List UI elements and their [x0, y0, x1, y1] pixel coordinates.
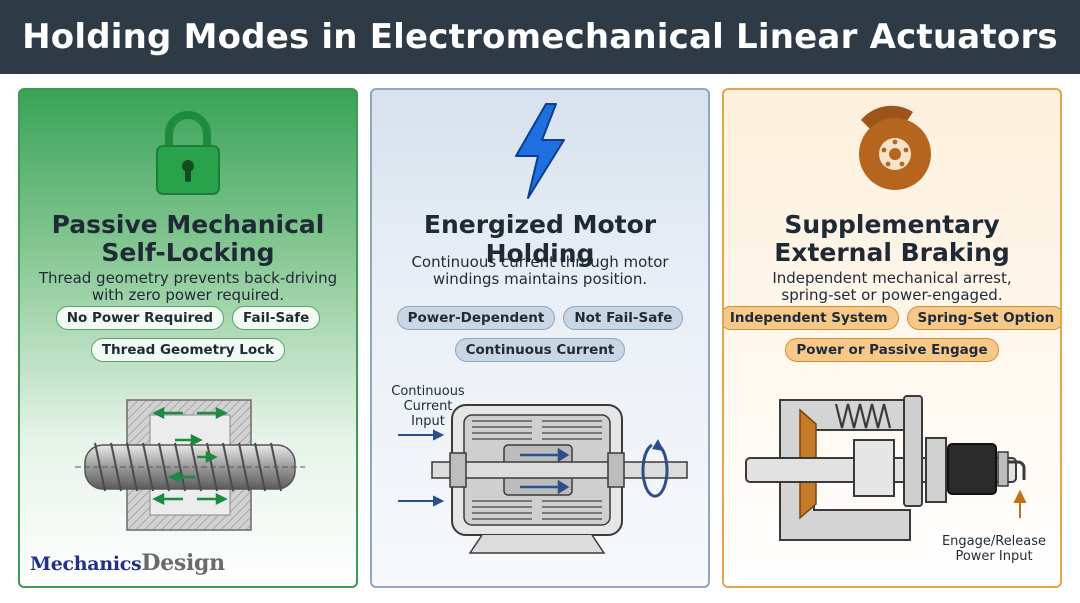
panel-title-line2: Self-Locking — [101, 238, 275, 267]
panel-desc-line2: with zero power required. — [91, 286, 285, 304]
brake-caliper-illustration — [740, 390, 1040, 554]
panel-desc-line1: Continuous current through motor — [411, 253, 669, 271]
chip-row-2: Power or Passive Engage — [724, 338, 1060, 362]
padlock-icon — [20, 108, 356, 196]
logo-part1: Mechanics — [30, 553, 142, 575]
panel-title-line1: Supplementary — [784, 210, 1000, 239]
page-title: Holding Modes in Electromechanical Linea… — [22, 17, 1058, 57]
chip-spring-set-option: Spring-Set Option — [906, 306, 1060, 330]
chip-row-1: Independent System Spring-Set Option — [724, 306, 1060, 330]
chip-power-dependent: Power-Dependent — [396, 306, 556, 330]
chip-independent-system: Independent System — [724, 306, 899, 330]
mechanics-design-logo: MechanicsDesign — [30, 550, 225, 576]
page-header: Holding Modes in Electromechanical Linea… — [0, 0, 1080, 74]
lightning-bolt-icon — [372, 102, 708, 200]
chip-row-2: Thread Geometry Lock — [20, 338, 356, 362]
panel-title-line2: External Braking — [774, 238, 1010, 267]
motor-illustration — [392, 395, 692, 569]
lead-screw-illustration — [75, 395, 305, 539]
panel-desc-line1: Thread geometry prevents back-driving — [38, 269, 338, 287]
chip-thread-geometry-lock: Thread Geometry Lock — [90, 338, 286, 362]
panel-passive-self-locking: Passive Mechanical Self-Locking Thread g… — [18, 88, 358, 588]
panel-desc-line1: Independent mechanical arrest, — [772, 269, 1012, 287]
chip-no-power-required: No Power Required — [55, 306, 225, 330]
panel-title-line1: Passive Mechanical — [51, 210, 325, 239]
panel-desc-line2: windings maintains position. — [432, 270, 648, 288]
logo-part2: Design — [141, 550, 225, 576]
callout-line2: Power Input — [955, 549, 1033, 564]
callout-line3: Input — [411, 414, 445, 429]
panel-external-braking: Supplementary External Braking Independe… — [722, 88, 1062, 588]
chip-not-fail-safe: Not Fail-Safe — [563, 306, 684, 330]
chip-row-2: Continuous Current — [372, 338, 708, 362]
continuous-current-callout: Continuous Current Input — [386, 384, 470, 429]
callout-line1: Continuous — [391, 384, 465, 399]
engage-release-callout: Engage/Release Power Input — [924, 534, 1060, 564]
panel-title-line1: Energized Motor Holding — [423, 210, 657, 268]
chip-row-1: No Power Required Fail-Safe — [20, 306, 356, 330]
chip-power-or-passive-engage: Power or Passive Engage — [785, 338, 999, 362]
callout-line2: Current — [403, 399, 453, 414]
chip-row-1: Power-Dependent Not Fail-Safe — [372, 306, 708, 330]
panel-desc-line2: spring-set or power-engaged. — [781, 286, 1003, 304]
chip-fail-safe: Fail-Safe — [232, 306, 321, 330]
disc-brake-icon — [724, 98, 1060, 194]
callout-line1: Engage/Release — [941, 534, 1047, 549]
panel-energized-motor-holding: Energized Motor Holding Continuous curre… — [370, 88, 710, 588]
chip-continuous-current: Continuous Current — [454, 338, 626, 362]
